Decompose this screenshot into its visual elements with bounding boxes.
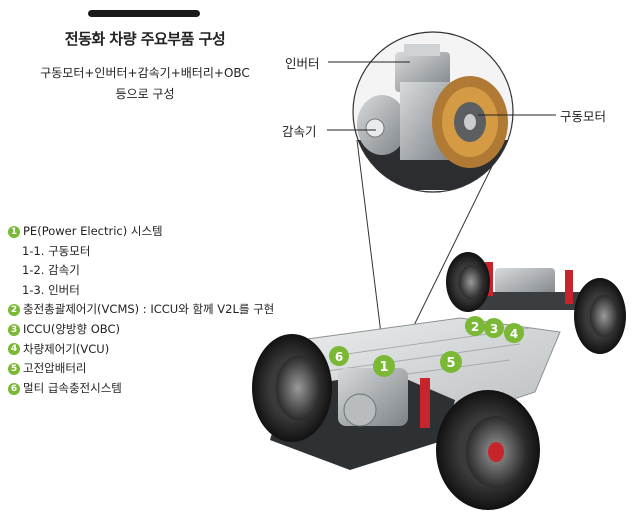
callout-reducer: 감속기 xyxy=(282,124,317,139)
legend-label: 고전압배터리 xyxy=(23,361,87,376)
marker-5: 5 xyxy=(440,351,462,373)
subtitle-line-1: 구동모터+인버터+감속기+배터리+OBC xyxy=(40,66,250,80)
title-decoration-bar xyxy=(88,10,200,17)
marker-4: 4 xyxy=(504,323,524,343)
svg-text:4: 4 xyxy=(510,327,518,341)
legend-label: PE(Power Electric) 시스템 xyxy=(23,224,163,238)
svg-text:2: 2 xyxy=(471,320,479,334)
legend-label: 1-1. 구동모터 xyxy=(22,243,91,258)
marker-3: 3 xyxy=(484,318,504,338)
marker-1: 1 xyxy=(373,355,395,377)
legend-number-badge: 6 xyxy=(8,382,20,395)
svg-text:6: 6 xyxy=(335,350,343,364)
legend-label: 충전총괄제어기(VCMS) : ICCU와 함께 V2L를 구현 xyxy=(23,302,275,317)
wheel-rear-left xyxy=(446,252,490,312)
component-markers: 1 2 3 4 5 6 xyxy=(329,316,524,377)
wheel-front-right xyxy=(436,390,540,510)
callout-motor: 구동모터 xyxy=(560,109,607,124)
subtitle-line-2: 등으로 구성 xyxy=(115,87,175,101)
page-title: 전동화 차량 주요부품 구성 xyxy=(64,30,226,48)
legend-subitem-reducer: 1-2. 감속기 xyxy=(8,261,274,281)
wheel-front-left xyxy=(252,334,332,442)
legend-number-badge: 3 xyxy=(8,323,20,336)
marker-6: 6 xyxy=(329,346,349,366)
legend-label: 차량제어기(VCU) xyxy=(23,341,110,356)
legend-subitem-inverter: 1-3. 인버터 xyxy=(8,281,274,301)
legend-number-badge: 2 xyxy=(8,304,20,317)
legend-number-badge: 5 xyxy=(8,362,20,375)
rear-drive-unit xyxy=(470,262,580,310)
callout-inverter: 인버터 xyxy=(285,56,320,71)
wheel-rear-right xyxy=(574,278,626,354)
svg-text:1: 1 xyxy=(379,360,388,375)
legend-number-badge: 1 xyxy=(8,225,20,238)
legend-subitem-motor: 1-1. 구동모터 xyxy=(8,242,274,262)
legend-label: ICCU(양방향 OBC) xyxy=(23,321,121,336)
page-subtitle: 구동모터+인버터+감속기+배터리+OBC 등으로 구성 xyxy=(0,63,290,105)
callout-leaders xyxy=(327,61,556,131)
svg-text:3: 3 xyxy=(490,322,498,336)
legend-number-badge: 4 xyxy=(8,343,20,356)
legend-label: 1-2. 감속기 xyxy=(22,263,80,278)
svg-text:5: 5 xyxy=(446,356,455,371)
legend-label: 1-3. 인버터 xyxy=(22,282,80,297)
zoomed-pe-system xyxy=(352,31,514,193)
legend-label: 멀티 급속충전시스템 xyxy=(23,380,122,395)
zoom-connector-lines xyxy=(356,139,501,359)
marker-2: 2 xyxy=(465,316,485,336)
